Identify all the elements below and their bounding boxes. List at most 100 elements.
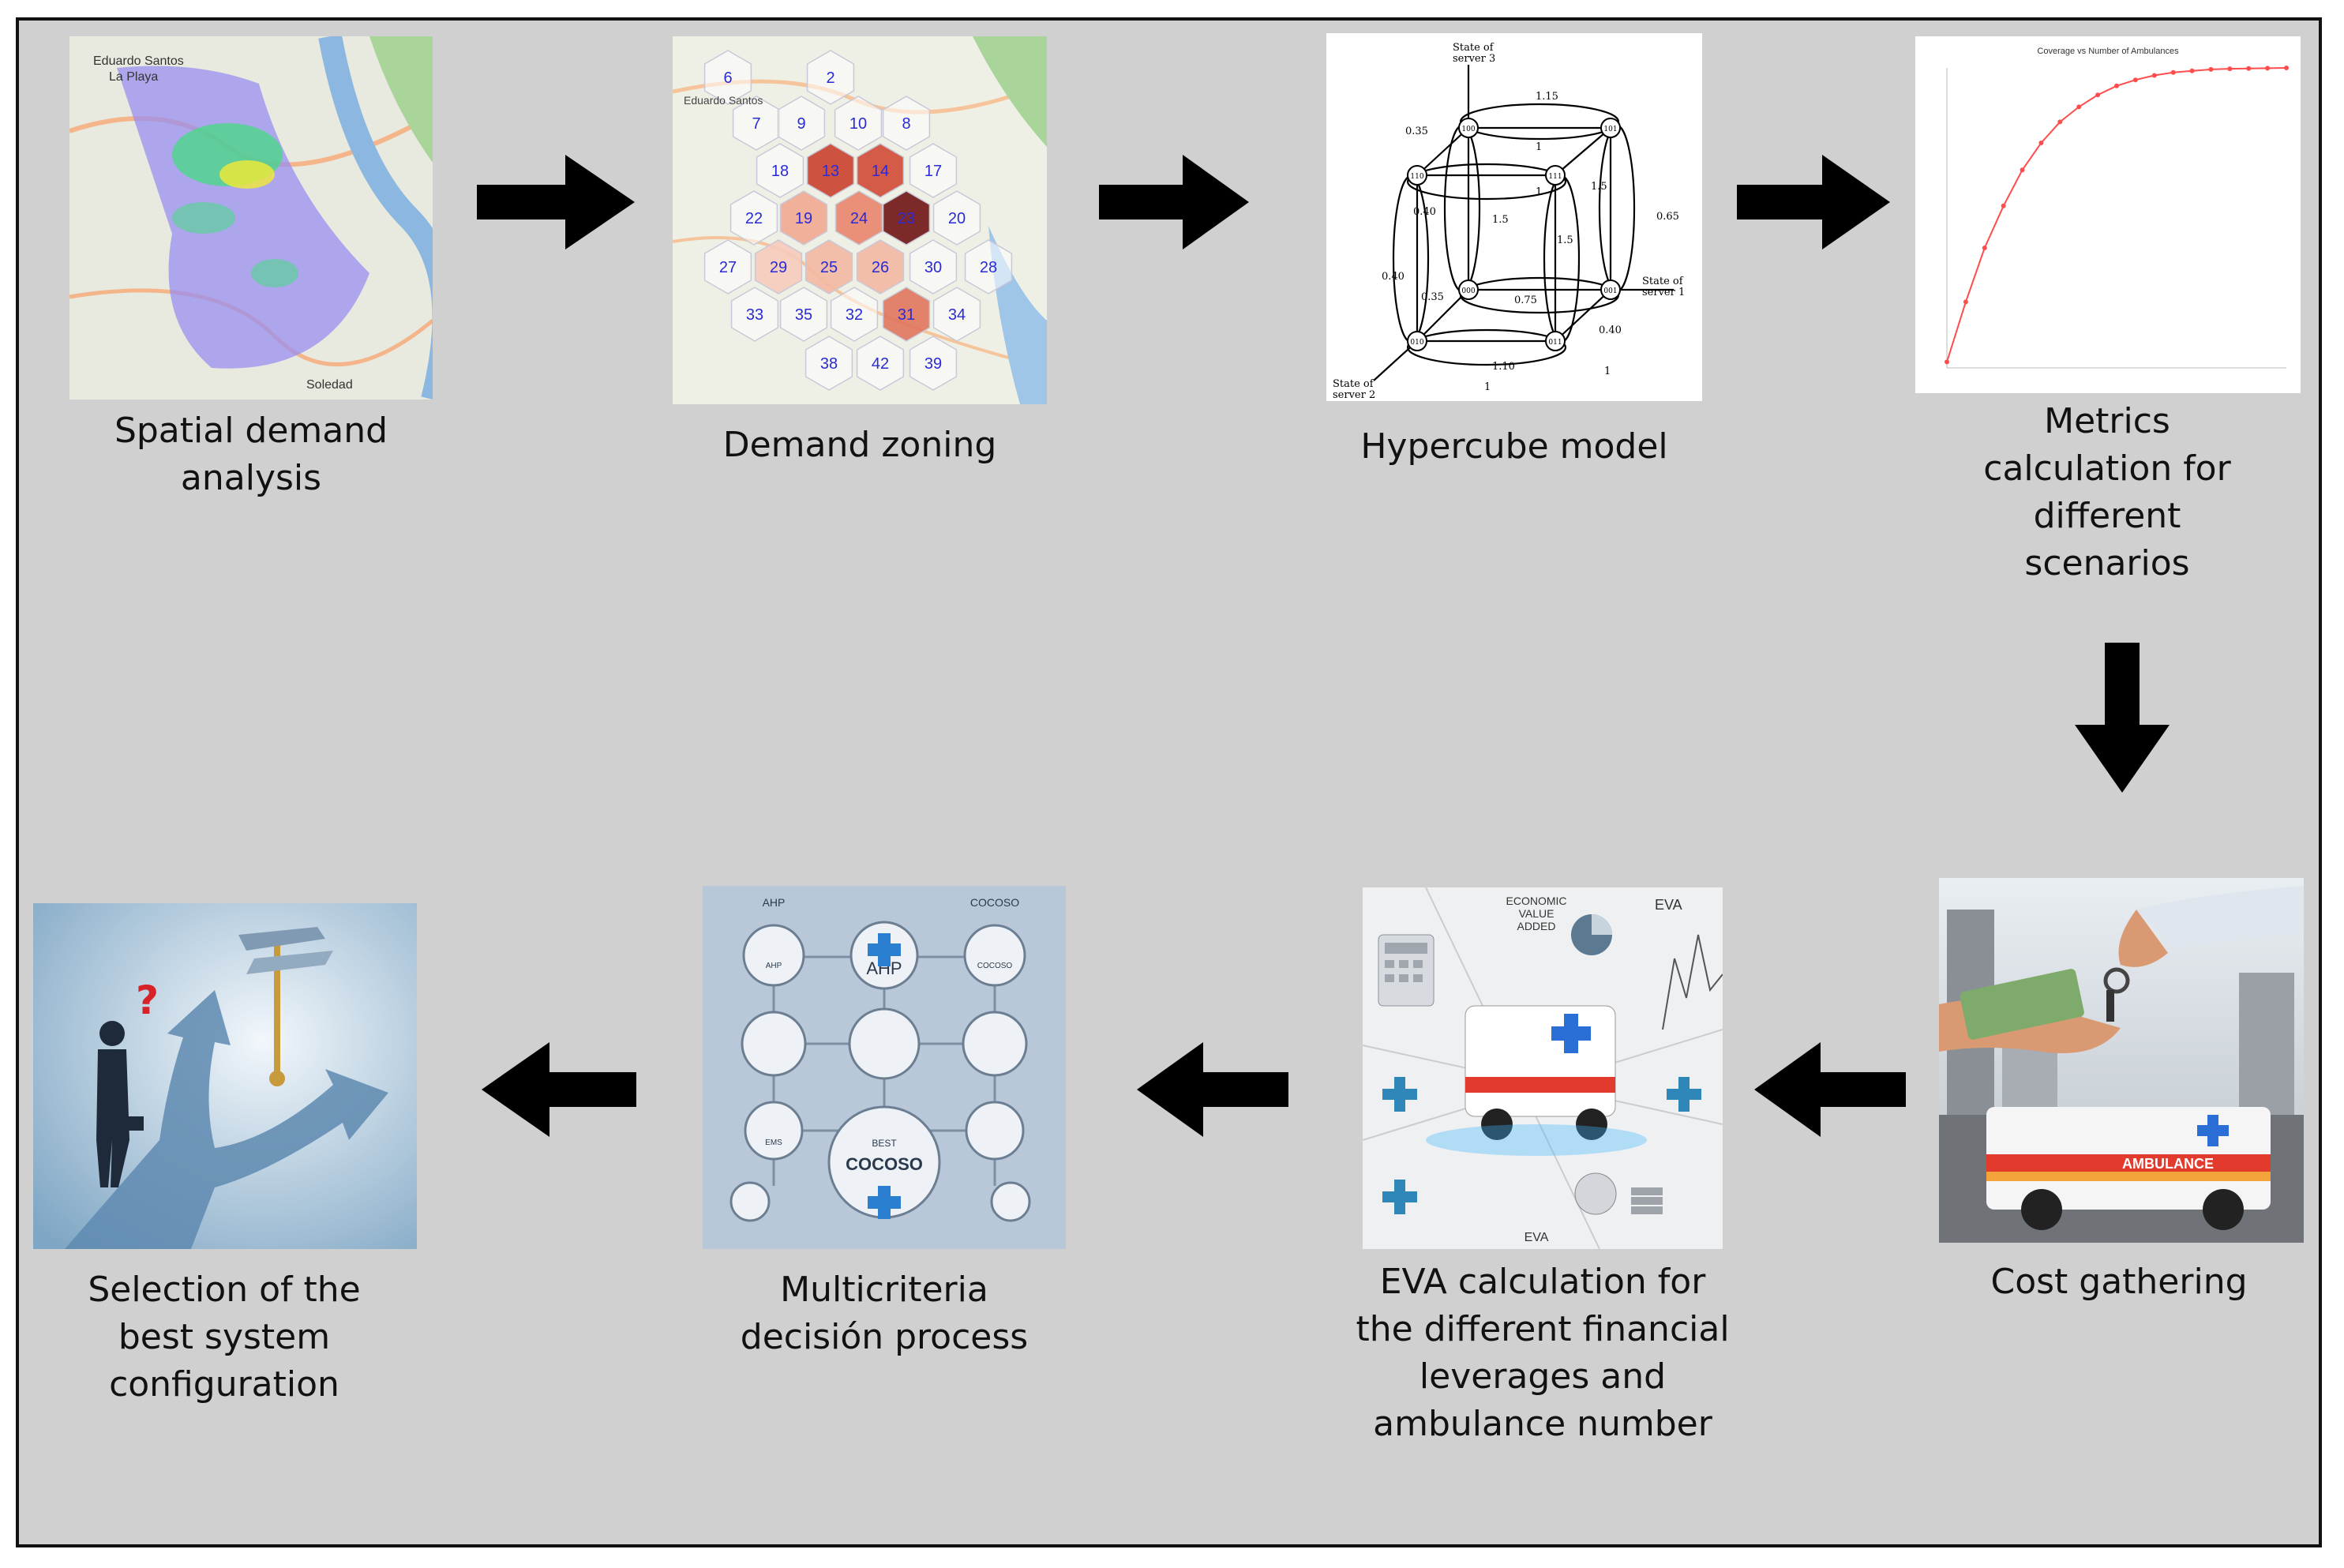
cube-node-label: 010 [1410,339,1423,347]
eva-title-3: ADDED [1517,920,1555,932]
hex-cell [909,239,958,294]
caption-cost-text: Cost gathering [1990,1262,2248,1302]
hex-cell [729,190,778,246]
hex-cell-label: 33 [746,306,763,324]
hex-cell-label: 25 [820,259,838,276]
chart-point [1945,359,1949,365]
hex-cell-label: 19 [795,210,812,227]
eva-image: ECONOMIC VALUE ADDED EVA EVA [1363,887,1723,1249]
hex-cell-label: 6 [723,69,732,87]
chart-title: Coverage vs Number of Ambulances [2037,47,2179,56]
cube-node-label: 100 [1461,126,1475,133]
caption-selection-text: Selection of the best system configurati… [88,1270,361,1405]
cube-rate-label: 1.10 [1492,361,1515,373]
hex-cell [909,336,958,391]
cube-rate-label: 0.75 [1514,294,1537,306]
cube-node [1545,331,1566,351]
hex-cell [834,190,883,246]
axis-label-server2: State of [1333,378,1375,390]
cube-node-label: 001 [1603,287,1617,295]
cost-ambulance-badge: AMBULANCE [2122,1156,2214,1172]
hex-cell-label: 35 [795,306,812,324]
chart-point [2020,167,2025,173]
axis-label-server3: State of [1453,42,1495,54]
cube-rate-label: 0.40 [1599,324,1622,336]
chart-point [2265,66,2271,71]
chart-point [2095,92,2101,98]
cube-node [1600,279,1621,300]
hex-cell-label: 8 [902,115,910,133]
hex-cell-label: 22 [745,210,763,227]
caption-hypercube-text: Hypercube model [1360,426,1668,467]
hex-cell [779,287,828,342]
hex-cell [806,50,855,105]
selection-image: ? [33,903,417,1249]
eva-label-top: EVA [1655,897,1682,913]
caption-eva: EVA calculation for the different financ… [1314,1259,1772,1448]
caption-eva-text: EVA calculation for the different financ… [1356,1262,1730,1444]
metrics-chart: Coverage vs Number of Ambulances [1915,36,2301,393]
caption-spatial: Spatial demand analysis [62,407,441,502]
cube-node-label: 111 [1548,173,1562,181]
cube-node [1545,165,1566,186]
cost-gathering-image: AMBULANCE [1939,878,2304,1243]
chart-point [2057,119,2063,125]
caption-mcdm: Multicriteria decisión process [679,1266,1089,1361]
hex-cell [777,96,826,151]
hex-cell-label: 23 [898,210,915,227]
arrow-right-2 [1099,155,1249,249]
cube-node [1458,118,1479,138]
hex-cell [932,190,981,246]
hex-cell [909,143,958,198]
caption-hypercube: Hypercube model [1317,423,1712,471]
chart-point [2246,66,2252,71]
chart-point [2189,68,2195,73]
chart-point [2284,66,2289,70]
hex-cell-label: 26 [872,259,889,276]
cube-rate-label: 1 [1604,366,1611,377]
hex-cell-label: 9 [797,115,805,133]
mcdm-label-cocoso-top: COCOSO [970,896,1019,909]
mcdm-label-cocoso-right: COCOSO [977,962,1013,970]
caption-metrics-text: Metrics calculation for different scenar… [1983,401,2231,583]
cube-node [1407,331,1427,351]
cube-node-label: 110 [1410,173,1423,181]
caption-selection: Selection of the best system configurati… [19,1266,429,1409]
chart-point [2001,203,2006,208]
cube-rate-label: 1.5 [1557,234,1573,246]
axis-label-server1: State of [1642,276,1684,287]
cube-rate-label: 1 [1536,141,1542,153]
hex-cell-label: 10 [849,115,867,133]
hex-cell-label: 27 [719,259,737,276]
axis-label-server2-b: server 2 [1333,389,1375,401]
hex-cell-label: 38 [820,355,838,373]
cube-node-label: 011 [1548,339,1562,347]
axis-label-server3-b: server 3 [1453,53,1495,65]
hex-cell-label: 17 [924,163,942,180]
selection-question-mark: ? [136,977,159,1023]
mcdm-label-cocoso-center: COCOSO [846,1154,923,1174]
arrow-right-3 [1737,155,1890,249]
diagram-frame: Eduardo Santos La Playa Soledad Spatial … [16,17,2322,1547]
cube-rate-label: 1.5 [1591,181,1607,193]
caption-metrics: Metrics calculation for different scenar… [1898,398,2316,587]
cube-rate-label: 1 [1484,381,1491,393]
caption-mcdm-text: Multicriteria decisión process [740,1270,1029,1357]
hex-cell-label: 7 [752,115,760,133]
hex-cell [882,190,931,246]
hex-cell [932,287,981,342]
mcdm-label-ahp-left: AHP [766,962,782,970]
caption-cost: Cost gathering [1914,1259,2324,1306]
mcdm-label-best: BEST [872,1138,897,1149]
chart-point [2132,77,2138,83]
mcdm-label-ems: EMS [765,1138,782,1147]
hex-cell-label: 28 [980,259,997,276]
svg-text:La Playa: La Playa [109,70,158,84]
cube-rate-label: 0.40 [1413,206,1436,218]
hex-cell-label: 20 [948,210,966,227]
chart-point [2076,104,2082,110]
cube-node-label: 000 [1461,287,1475,295]
hex-cell [830,287,879,342]
cube-rate-label: 1.15 [1536,91,1558,103]
